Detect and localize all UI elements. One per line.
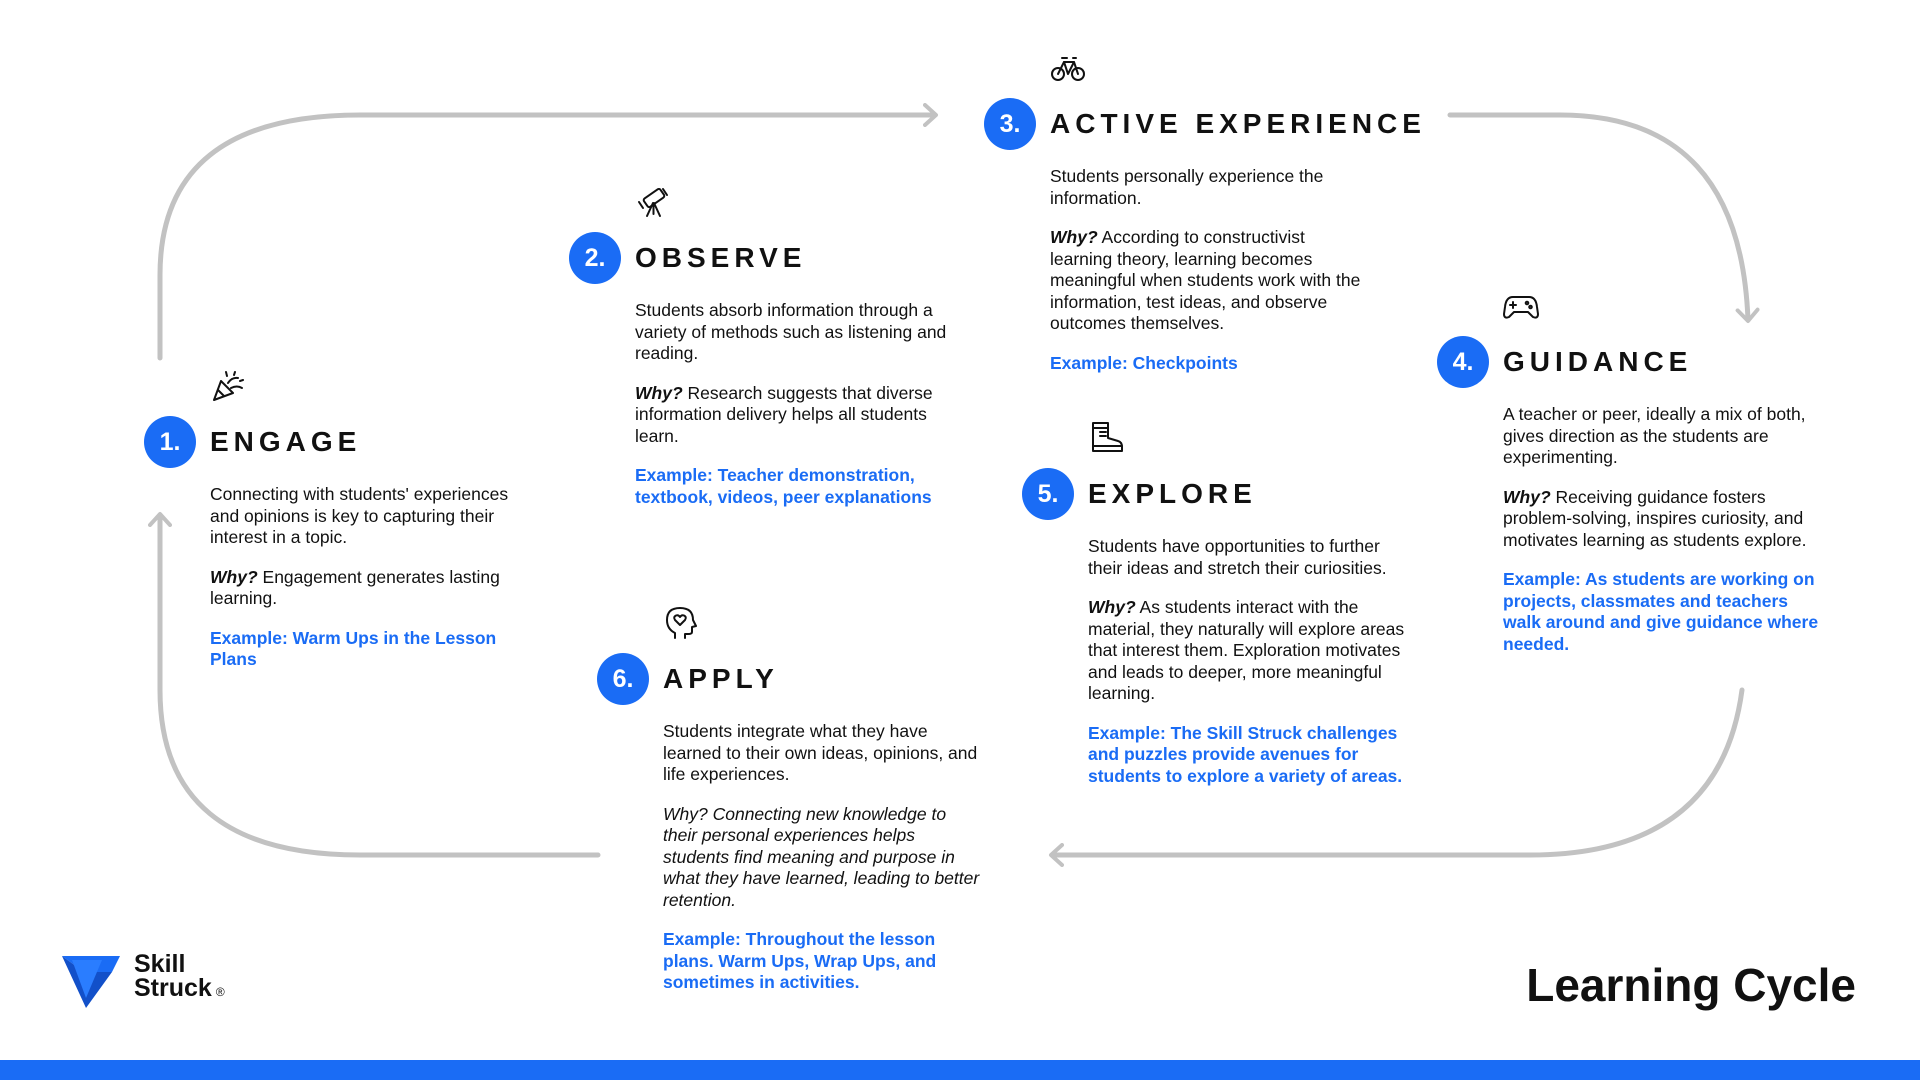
- step-title: APPLY: [663, 663, 779, 694]
- step-why: Why? As students interact with the mater…: [1088, 597, 1418, 705]
- step-body: Students personally experience the infor…: [1050, 166, 1365, 392]
- step-body: Students integrate what they have learne…: [663, 721, 983, 1012]
- page-title: Learning Cycle: [1526, 959, 1856, 1011]
- step-header: 3. ACTIVE EXPERIENCE: [984, 98, 1426, 150]
- step-header: 1. ENGAGE: [144, 416, 361, 468]
- step-description: Students personally experience the infor…: [1050, 166, 1324, 208]
- step-title: EXPLORE: [1088, 478, 1257, 509]
- brand-name-line1: Skill: [134, 950, 186, 978]
- step-header: 2. OBSERVE: [569, 232, 806, 284]
- step-description: Connecting with students' experiences an…: [210, 484, 509, 547]
- why-label: Why?: [210, 566, 258, 587]
- step-example: Example: Checkpoints: [1050, 352, 1238, 373]
- step-number-badge: 1.: [144, 416, 196, 468]
- step-title: ACTIVE EXPERIENCE: [1050, 108, 1426, 139]
- step-description: A teacher or peer, ideally a mix of both…: [1503, 404, 1806, 467]
- step-number-badge: 5.: [1022, 468, 1074, 520]
- arrow-active-to-guidance: [1447, 112, 1760, 323]
- step-title: ENGAGE: [210, 426, 362, 457]
- registered-mark: ®: [215, 985, 225, 999]
- brand-name-line2: Struck: [134, 974, 212, 1002]
- step-why: Why? Research suggests that diverse info…: [635, 383, 955, 448]
- telescope-icon: [635, 184, 671, 220]
- step-title: GUIDANCE: [1503, 346, 1693, 377]
- arrow-engage-to-active: [157, 103, 938, 361]
- bicycle-icon: [1050, 50, 1086, 86]
- brand-name: Skill Struck®: [134, 952, 225, 1004]
- step-why: Why? Receiving guidance fosters problem-…: [1503, 487, 1823, 552]
- hiking-boot-icon: [1088, 420, 1124, 456]
- step-example: Example: The Skill Struck challenges and…: [1088, 722, 1403, 786]
- step-header: 6. APPLY: [597, 653, 779, 705]
- game-controller-icon: [1503, 288, 1539, 324]
- step-title: OBSERVE: [635, 242, 807, 273]
- step-number-badge: 2.: [569, 232, 621, 284]
- skill-struck-logo-icon: [62, 952, 120, 1017]
- why-label: Why?: [1050, 227, 1098, 247]
- step-description: Students have opportunities to further t…: [1088, 536, 1387, 578]
- step-header: 4. GUIDANCE: [1437, 336, 1692, 388]
- why-label: Why?: [1503, 486, 1551, 507]
- party-popper-icon: [210, 368, 246, 404]
- step-example: Example: Throughout the lesson plans. Wa…: [663, 929, 937, 992]
- bottom-accent-bar: [0, 1060, 1920, 1080]
- brand: Skill Struck®: [62, 952, 225, 1017]
- why-label: Why?: [635, 382, 683, 403]
- why-text: Receiving guidance fosters problem-solvi…: [1503, 486, 1807, 550]
- why-text: Research suggests that diverse informati…: [635, 382, 933, 446]
- why-label: Why?: [1088, 597, 1136, 617]
- why-text: As students interact with the material, …: [1088, 597, 1405, 703]
- brand-name-line2-wrap: Struck®: [134, 976, 225, 1004]
- step-number-badge: 6.: [597, 653, 649, 705]
- step-body: Students have opportunities to further t…: [1088, 536, 1418, 805]
- arrow-guidance-to-explore: [1049, 687, 1745, 867]
- why-text: Engagement generates lasting learning.: [210, 566, 500, 609]
- step-why: Why? According to constructivist learnin…: [1050, 227, 1365, 335]
- step-example: Example: As students are working on proj…: [1503, 569, 1819, 654]
- step-body: Students absorb information through a va…: [635, 300, 955, 526]
- step-number-badge: 4.: [1437, 336, 1489, 388]
- step-body: A teacher or peer, ideally a mix of both…: [1503, 404, 1823, 673]
- head-heart-icon: [663, 605, 699, 641]
- arrow-apply-to-engage: [148, 512, 601, 858]
- step-description: Students integrate what they have learne…: [663, 721, 978, 784]
- step-body: Connecting with students' experiences an…: [210, 484, 530, 689]
- step-example: Example: Warm Ups in the Lesson Plans: [210, 627, 497, 670]
- step-why: Why? Connecting new knowledge to their p…: [663, 803, 980, 910]
- step-header: 5. EXPLORE: [1022, 468, 1257, 520]
- why-text: According to constructivist learning the…: [1050, 227, 1361, 333]
- step-number-badge: 3.: [984, 98, 1036, 150]
- step-example: Example: Teacher demonstration, textbook…: [635, 465, 932, 507]
- step-why: Why? Engagement generates lasting learni…: [210, 567, 530, 610]
- step-description: Students absorb information through a va…: [635, 300, 947, 363]
